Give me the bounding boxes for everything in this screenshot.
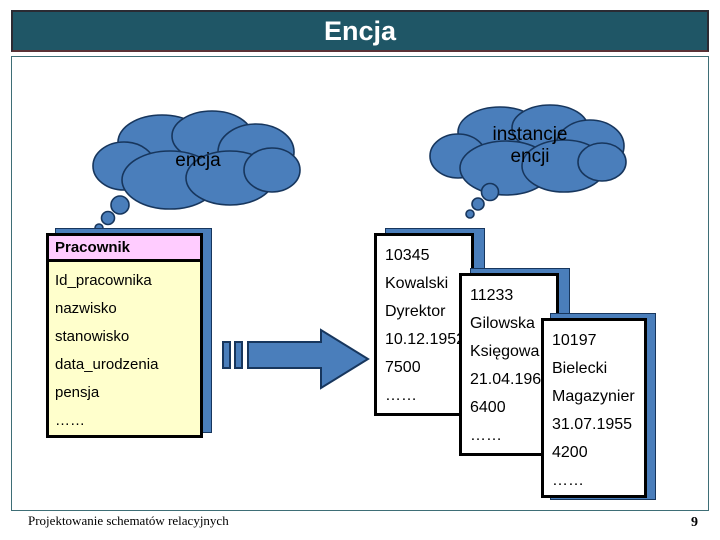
instance-card-row: Magazynier — [552, 388, 635, 405]
entity-field-row: …… — [55, 412, 85, 429]
instance-card-row: …… — [552, 472, 584, 489]
entity-table: Pracownik Id_pracownika nazwisko stanowi… — [46, 233, 203, 438]
entity-field-row: stanowisko — [55, 328, 130, 345]
transformation-arrow-icon — [222, 328, 370, 390]
entity-field-row: Id_pracownika — [55, 272, 152, 289]
instance-card-row: Bielecki — [552, 360, 608, 377]
instance-card-row: Gilowska — [470, 315, 535, 332]
instance-card-row: 21.04.1960 — [470, 371, 551, 388]
instance-card-row: Dyrektor — [385, 303, 446, 320]
instance-card-row: 4200 — [552, 444, 588, 461]
footer-note: Projektowanie schematów relacyjnych — [28, 513, 229, 528]
instance-card-row: 11233 — [470, 287, 514, 304]
instance-card-row: …… — [385, 387, 417, 404]
entity-field-row: nazwisko — [55, 300, 117, 317]
instance-card-row: 6400 — [470, 399, 506, 416]
instance-card-row: 10.12.1952 — [385, 331, 466, 348]
instance-card-row: 7500 — [385, 359, 421, 376]
thought-cloud-entity: encja — [90, 108, 306, 233]
cloud-shape-icon — [429, 104, 627, 219]
instance-card-row: Kowalski — [385, 275, 449, 292]
page-title: Encja — [323, 15, 397, 46]
instance-card-row: 10345 — [385, 247, 430, 264]
slide-title-bar: Encja — [11, 10, 709, 52]
entity-table-body: Id_pracownika nazwisko stanowisko data_u… — [49, 262, 200, 435]
entity-field-row: data_urodzenia — [55, 356, 159, 373]
entity-field-row: pensja — [55, 384, 100, 401]
instance-card-row: …… — [470, 427, 502, 444]
instance-card-row: 10197 — [552, 332, 597, 349]
cloud-shape-icon — [92, 110, 301, 233]
entity-table-header: Pracownik — [49, 236, 200, 262]
page-number: 9 — [691, 515, 698, 530]
instance-card: 10197 Bielecki Magazynier 31.07.1955 420… — [541, 318, 647, 498]
instance-card-row: Księgowa — [470, 343, 540, 360]
instance-card-row: 31.07.1955 — [552, 416, 633, 433]
thought-cloud-instances: instancje encji — [429, 104, 630, 219]
